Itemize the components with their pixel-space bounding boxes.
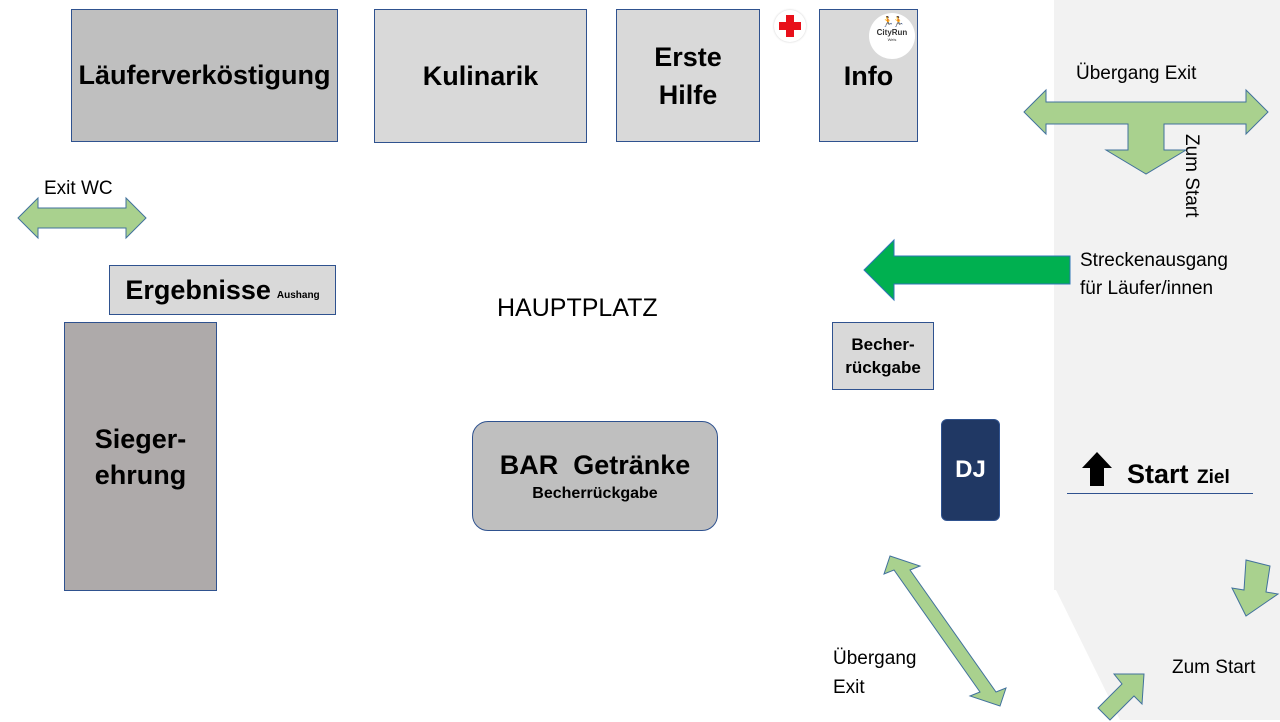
bar-drinks-booth: BAR Getränke Becherrückgabe bbox=[472, 421, 718, 531]
runner-catering-booth: Läuferverköstigung bbox=[71, 9, 338, 142]
dj-label: DJ bbox=[955, 456, 986, 483]
info-label: Info bbox=[843, 61, 894, 91]
start-up-arrow-icon bbox=[1082, 452, 1112, 486]
finish-label: Ziel bbox=[1197, 467, 1230, 488]
bar-subtitle: Becherrückgabe bbox=[532, 484, 658, 502]
runners-icon: 🏃🏃 bbox=[881, 17, 905, 28]
culinary-booth: Kulinarik bbox=[374, 9, 587, 143]
crossing-exit-diagonal-arrow bbox=[883, 555, 1007, 707]
red-cross-icon bbox=[774, 10, 806, 42]
to-start-vertical-label: Zum Start bbox=[1181, 134, 1202, 218]
cup-return-label-2: rückgabe bbox=[845, 358, 921, 377]
first-aid-label-1: Erste bbox=[654, 41, 722, 72]
to-start-up-arrow bbox=[1097, 673, 1145, 721]
logo-text: CityRun bbox=[876, 28, 908, 37]
cup-return-booth: Becher- rückgabe bbox=[832, 322, 934, 390]
to-start-down-arrow bbox=[1231, 559, 1280, 617]
crossing-exit-t-arrow bbox=[1023, 88, 1269, 175]
course-exit-label-2: für Läufer/innen bbox=[1080, 278, 1214, 299]
course-exit-label-1: Streckenausgang bbox=[1080, 250, 1228, 271]
results-small-label: Aushang bbox=[276, 289, 320, 301]
main-square-label: HAUPTPLATZ bbox=[497, 294, 658, 322]
logo-subtext: Wels bbox=[887, 37, 897, 42]
first-aid-label-2: Hilfe bbox=[658, 79, 718, 110]
results-label: Ergebnisse bbox=[125, 274, 271, 305]
crossing-exit-bottom-label-1: Übergang bbox=[833, 648, 917, 669]
exit-wc-label: Exit WC bbox=[44, 178, 113, 199]
start-label: Start bbox=[1127, 459, 1189, 489]
crossing-exit-bottom-label-2: Exit bbox=[833, 677, 865, 698]
start-finish-line bbox=[1067, 493, 1253, 494]
cityrun-logo: 🏃🏃 CityRun Wels bbox=[869, 13, 915, 59]
ceremony-label-2: ehrung bbox=[94, 459, 187, 490]
crossing-exit-top-label: Übergang Exit bbox=[1076, 63, 1197, 84]
first-aid-booth: Erste Hilfe bbox=[616, 9, 760, 142]
exit-wc-double-arrow bbox=[17, 196, 147, 240]
cup-return-label-1: Becher- bbox=[851, 335, 915, 354]
dj-booth: DJ bbox=[941, 419, 1000, 521]
to-start-bottom-label: Zum Start bbox=[1172, 657, 1256, 678]
bar-title: BAR Getränke bbox=[499, 449, 691, 480]
results-board: Ergebnisse Aushang bbox=[109, 265, 336, 315]
ceremony-label-1: Sieger- bbox=[94, 423, 187, 454]
runner-catering-label: Läuferverköstigung bbox=[78, 60, 331, 90]
course-exit-arrow bbox=[863, 238, 1071, 302]
award-ceremony-stage: Sieger- ehrung bbox=[64, 322, 217, 591]
culinary-label: Kulinarik bbox=[422, 60, 539, 91]
